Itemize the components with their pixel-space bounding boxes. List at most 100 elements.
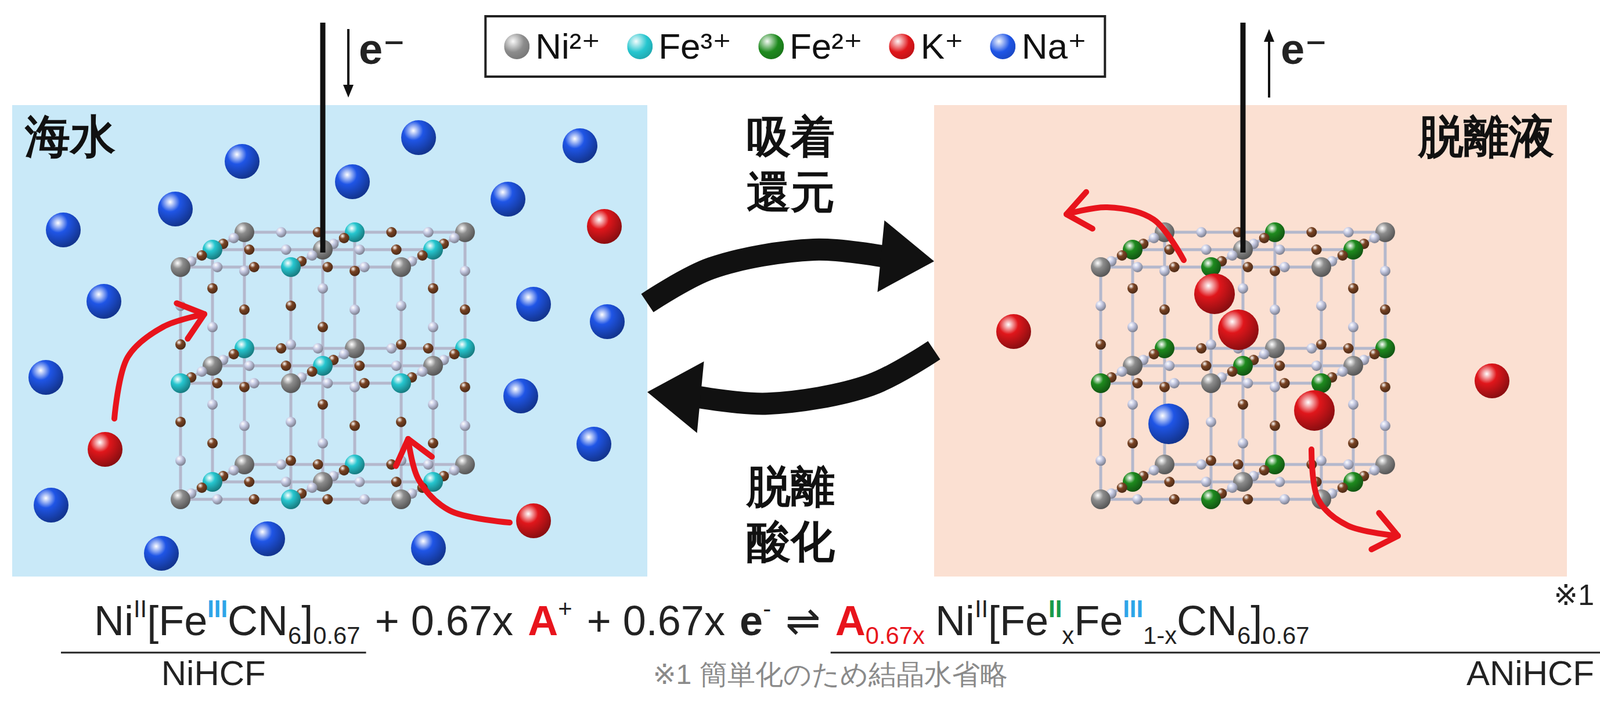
nitrogen-atom bbox=[1379, 265, 1391, 277]
cyanide-bond bbox=[290, 382, 402, 385]
nitrogen-atom bbox=[1127, 321, 1138, 333]
equation-term: III bbox=[1122, 595, 1144, 623]
iron-ion bbox=[280, 489, 301, 510]
equation-term: 1-x bbox=[1143, 621, 1177, 650]
nitrogen-atom bbox=[427, 321, 439, 333]
carbon-atom bbox=[1311, 244, 1322, 255]
cyanide-bond bbox=[322, 248, 434, 252]
nitrogen-atom bbox=[228, 232, 240, 244]
nitrogen-atom bbox=[1343, 459, 1354, 470]
equation-term: 0.67 bbox=[312, 621, 360, 650]
carbon-atom bbox=[386, 226, 397, 238]
carbon-atom bbox=[307, 366, 318, 377]
ion-motion-arrow bbox=[395, 438, 510, 523]
carbon-atom bbox=[312, 459, 324, 470]
equation-term: 6 bbox=[287, 621, 302, 650]
cyanide-bond bbox=[244, 347, 355, 351]
carbon-atom bbox=[395, 339, 407, 350]
carbon-atom bbox=[1127, 283, 1138, 294]
equation-term: II bbox=[1048, 595, 1062, 623]
legend-swatch bbox=[990, 33, 1016, 60]
nitrogen-atom bbox=[1269, 304, 1281, 315]
carbon-atom bbox=[207, 283, 218, 294]
nitrogen-atom bbox=[1274, 476, 1285, 488]
equation-term: 0.67x bbox=[865, 621, 925, 650]
nitrogen-atom bbox=[354, 244, 365, 255]
nitrogen-atom bbox=[359, 494, 370, 505]
arrow-shaft bbox=[1267, 37, 1271, 98]
carbon-atom bbox=[249, 261, 260, 273]
carbon-atom bbox=[395, 416, 407, 428]
nitrogen-atom bbox=[1095, 455, 1106, 466]
cyanide-bond bbox=[463, 348, 467, 465]
carbon-atom bbox=[1195, 343, 1207, 354]
arrow-head bbox=[1371, 513, 1398, 550]
potassium-ion bbox=[87, 431, 123, 467]
sodium-ion bbox=[28, 359, 64, 395]
nitrogen-atom bbox=[1348, 321, 1359, 333]
footnote: ※1 簡単化のため結晶水省略 bbox=[652, 660, 1008, 689]
carbon-atom bbox=[243, 476, 255, 488]
equation-term: ⇌ bbox=[785, 597, 821, 644]
sodium-ion bbox=[33, 487, 69, 523]
carbon-atom bbox=[1127, 437, 1138, 449]
nickel-ion bbox=[170, 257, 191, 277]
carbon-atom bbox=[1316, 339, 1327, 350]
sodium-ion bbox=[45, 212, 81, 248]
carbon-atom bbox=[196, 482, 208, 493]
cyanide-bond bbox=[180, 382, 291, 385]
carbon-atom bbox=[1205, 455, 1217, 466]
cyanide-bond bbox=[1164, 463, 1275, 467]
cyanide-bond bbox=[1274, 463, 1386, 467]
arrow-head bbox=[1263, 29, 1275, 42]
nitrogen-atom bbox=[196, 366, 208, 377]
carbon-atom bbox=[1343, 343, 1354, 354]
nitrogen-atom bbox=[1169, 377, 1180, 389]
cyanide-bond bbox=[1099, 383, 1103, 500]
cyanide-bond bbox=[212, 248, 323, 252]
arrow-shaft bbox=[1066, 207, 1184, 261]
cyanide-bond bbox=[322, 364, 434, 368]
potassium-ion bbox=[586, 208, 622, 244]
carbon-atom bbox=[207, 437, 218, 449]
nitrogen-atom bbox=[349, 304, 360, 315]
cyanide-bond bbox=[354, 347, 466, 351]
nitrogen-atom bbox=[211, 494, 223, 505]
nitrogen-atom bbox=[1279, 494, 1290, 505]
carbon-atom bbox=[339, 232, 350, 244]
nitrogen-atom bbox=[459, 265, 471, 277]
equation-term: 6 bbox=[1237, 621, 1251, 650]
electron-label: e⁻ bbox=[358, 27, 406, 71]
arrow-head bbox=[343, 84, 354, 98]
equation-term: e bbox=[739, 597, 763, 644]
carbon-atom bbox=[1269, 420, 1281, 431]
nitrogen-atom bbox=[449, 465, 460, 476]
nitrogen-atom bbox=[285, 339, 297, 350]
nitrogen-atom bbox=[1132, 261, 1143, 273]
legend-text: Ni²⁺ bbox=[535, 26, 601, 67]
carbon-atom bbox=[1379, 382, 1391, 393]
carbon-atom bbox=[1259, 232, 1270, 244]
nitrogen-atom bbox=[359, 261, 370, 273]
nickel-ion bbox=[170, 489, 191, 510]
iron-ion bbox=[1311, 373, 1332, 394]
nitrogen-atom bbox=[275, 226, 287, 238]
nitrogen-atom bbox=[1379, 420, 1391, 431]
nitrogen-atom bbox=[391, 360, 402, 371]
carbon-atom bbox=[391, 476, 402, 488]
cyanide-bond bbox=[1384, 232, 1387, 349]
carbon-atom bbox=[1233, 459, 1244, 470]
equation-term: CN bbox=[1176, 597, 1238, 644]
nitrogen-atom bbox=[207, 321, 218, 333]
legend-text: K⁺ bbox=[920, 26, 964, 67]
nitrogen-atom bbox=[239, 265, 250, 277]
cyanide-bond bbox=[1211, 265, 1322, 269]
equation-term: x bbox=[1061, 621, 1075, 650]
nitrogen-atom bbox=[307, 482, 318, 493]
cyanide-bond bbox=[1164, 231, 1275, 234]
equation-term: II bbox=[974, 595, 989, 623]
equation-term: [Fe bbox=[146, 597, 208, 644]
nitrogen-atom bbox=[1201, 476, 1212, 488]
sodium-ion bbox=[516, 286, 551, 322]
nitrogen-atom bbox=[207, 399, 218, 410]
